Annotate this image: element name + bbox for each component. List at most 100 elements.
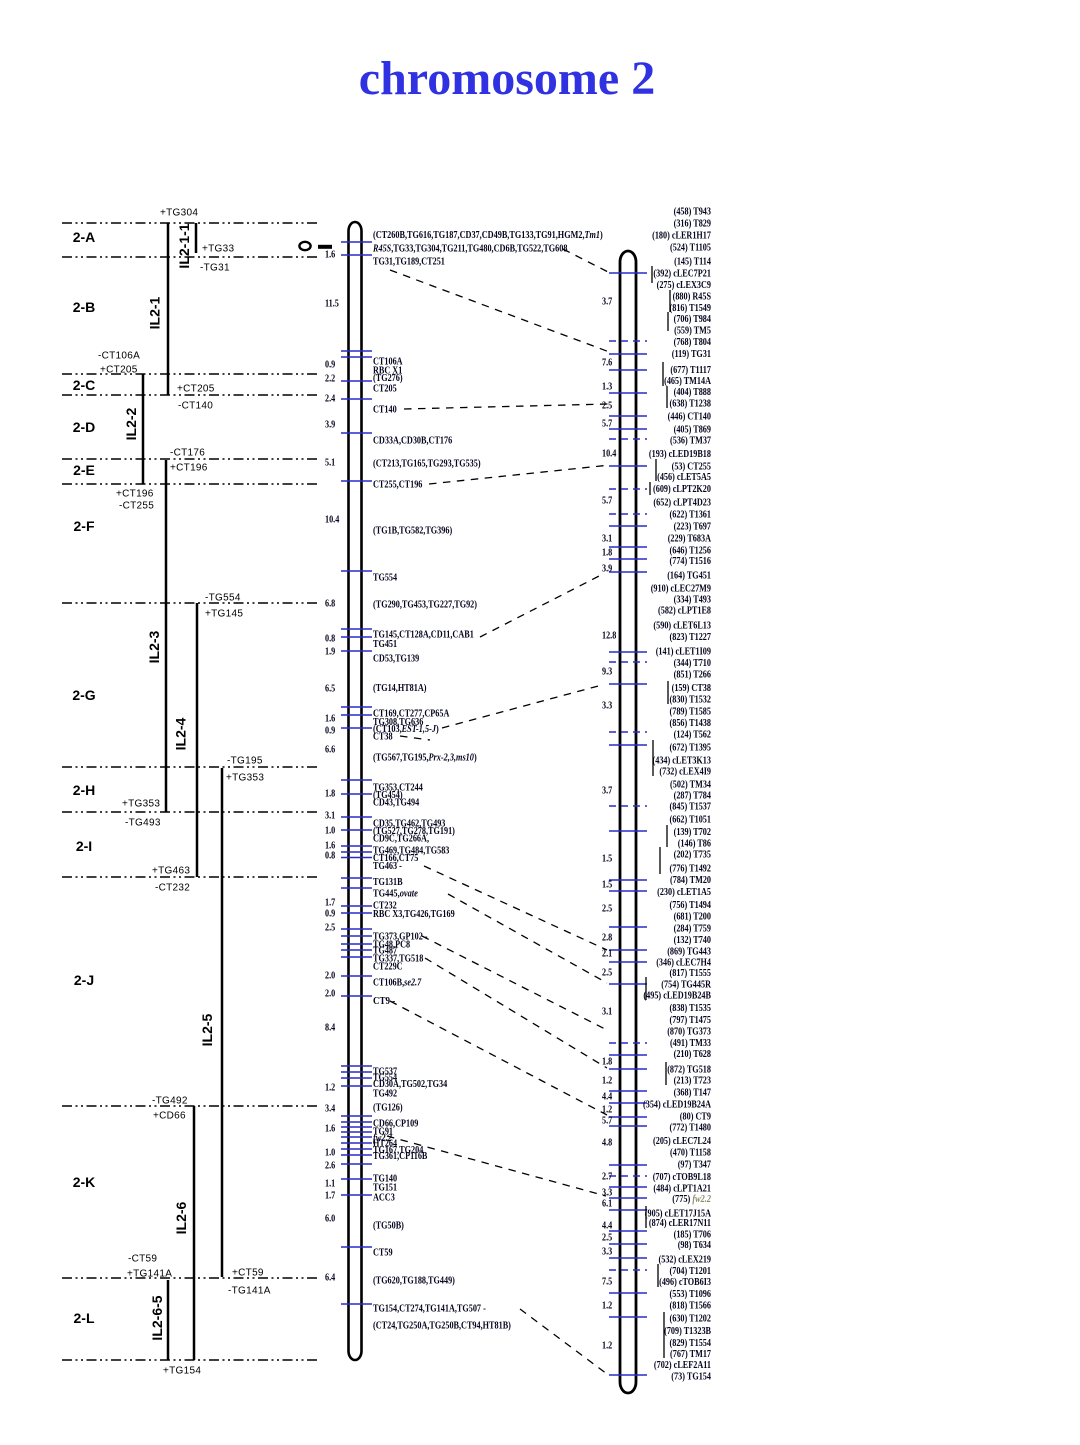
svg-text:4.4: 4.4	[602, 1092, 613, 1103]
svg-text:IL2-6-5: IL2-6-5	[149, 1295, 165, 1340]
svg-text:TG353,CT244: TG353,CT244	[373, 783, 423, 794]
svg-text:chromosome 2: chromosome 2	[359, 52, 655, 105]
svg-text:2-L: 2-L	[74, 1310, 95, 1326]
svg-text:0.8: 0.8	[325, 634, 335, 645]
svg-text:(772) T1480: (772) T1480	[670, 1123, 712, 1134]
svg-text:CD66,CP109: CD66,CP109	[373, 1119, 418, 1130]
svg-text:IL2-1-1: IL2-1-1	[176, 223, 192, 268]
svg-text:10.4: 10.4	[602, 449, 617, 460]
svg-text:(702) cLEF2A11: (702) cLEF2A11	[654, 1360, 711, 1371]
svg-text:4.8: 4.8	[602, 1138, 612, 1149]
svg-text:1.0: 1.0	[325, 826, 335, 837]
svg-text:(456) cLET5A5: (456) cLET5A5	[657, 472, 711, 483]
svg-text:-CT255: -CT255	[119, 501, 154, 512]
svg-text:2-J: 2-J	[74, 972, 94, 988]
svg-text:HT264: HT264	[373, 1139, 398, 1150]
svg-text:(392) cLEC7P21: (392) cLEC7P21	[653, 269, 711, 280]
svg-text:(434) cLET3K13: (434) cLET3K13	[653, 755, 712, 766]
svg-text:11.5: 11.5	[325, 299, 339, 310]
svg-text:(446) CT140: (446) CT140	[668, 412, 711, 423]
svg-text:2.1: 2.1	[602, 949, 612, 960]
svg-text:-TG493: -TG493	[125, 818, 161, 829]
svg-text:(316) T829: (316) T829	[674, 219, 711, 230]
svg-text:0.9: 0.9	[325, 726, 335, 737]
svg-text:7.5: 7.5	[602, 1277, 612, 1288]
svg-text:(622) T1361: (622) T1361	[670, 510, 712, 521]
svg-text:+TG145: +TG145	[205, 609, 243, 620]
svg-text:CT59: CT59	[373, 1248, 393, 1259]
svg-text:(98) T634: (98) T634	[678, 1240, 712, 1251]
svg-text:1.7: 1.7	[325, 898, 335, 909]
svg-text:(275) cLEX3C9: (275) cLEX3C9	[657, 280, 711, 291]
svg-text:(146) T86: (146) T86	[678, 838, 711, 849]
svg-text:(706) T984: (706) T984	[674, 314, 712, 325]
svg-text:TG48,PC8: TG48,PC8	[373, 940, 410, 951]
svg-text:(524) T1105: (524) T1105	[670, 243, 711, 254]
svg-text:(159) CT38: (159) CT38	[672, 683, 711, 694]
svg-text:(784) TM20: (784) TM20	[670, 875, 711, 886]
svg-text:CT140: CT140	[373, 405, 397, 416]
svg-text:3.7: 3.7	[602, 297, 612, 308]
svg-text:+CT59: +CT59	[232, 1268, 264, 1279]
svg-text:CD43,TG494: CD43,TG494	[373, 798, 420, 809]
svg-text:(553) T1096: (553) T1096	[670, 1289, 712, 1300]
svg-text:(681) T200: (681) T200	[674, 911, 711, 922]
svg-text:(776) T1492: (776) T1492	[670, 864, 712, 875]
svg-text:-TG195: -TG195	[227, 756, 263, 767]
svg-text:2.5: 2.5	[602, 1233, 612, 1244]
svg-text:(709) T1323B: (709) T1323B	[664, 1326, 711, 1337]
svg-text:(230) cLET1A5: (230) cLET1A5	[657, 887, 711, 898]
svg-text:4.4: 4.4	[602, 1221, 613, 1232]
svg-text:(559) TM5: (559) TM5	[674, 326, 711, 337]
svg-text:TG554: TG554	[373, 573, 398, 584]
svg-text:TG373,GP102 -: TG373,GP102 -	[373, 932, 428, 943]
svg-text:3.1: 3.1	[602, 534, 612, 545]
svg-text:2.5: 2.5	[602, 904, 612, 915]
svg-text:TG337,TG518 -: TG337,TG518 -	[373, 954, 428, 965]
svg-text:(119) TG31: (119) TG31	[672, 349, 711, 360]
svg-text:(829) T1554: (829) T1554	[670, 1338, 712, 1349]
svg-text:+CT196: +CT196	[170, 463, 208, 474]
svg-text:+CT205: +CT205	[177, 384, 215, 395]
svg-text:CD33A,CD30B,CT176: CD33A,CD30B,CT176	[373, 436, 452, 447]
svg-text:IL2-1: IL2-1	[147, 296, 163, 329]
svg-text:CT229C: CT229C	[373, 962, 403, 973]
svg-text:2.6: 2.6	[325, 1161, 335, 1172]
svg-text:1.6: 1.6	[325, 714, 335, 725]
svg-text:(223) T697: (223) T697	[674, 522, 711, 533]
svg-text:(495) cLED19B24B: (495) cLED19B24B	[643, 991, 711, 1002]
svg-text:2-G: 2-G	[72, 687, 95, 703]
svg-text:(210) T628: (210) T628	[674, 1049, 711, 1060]
svg-text:-CT106A: -CT106A	[98, 351, 140, 362]
svg-text:1.5: 1.5	[602, 880, 612, 891]
svg-text:2.8: 2.8	[602, 933, 612, 944]
svg-text:(491) TM33: (491) TM33	[670, 1038, 711, 1049]
svg-text:(869) TG443: (869) TG443	[667, 946, 711, 957]
svg-text:(754) TG445R: (754) TG445R	[661, 980, 711, 991]
svg-text:2.5: 2.5	[602, 968, 612, 979]
svg-text:(874) cLER17N11: (874) cLER17N11	[649, 1218, 711, 1229]
svg-text:(368) T147: (368) T147	[674, 1088, 711, 1099]
svg-text:(346) cLEC7H4: (346) cLEC7H4	[656, 958, 711, 969]
svg-text:2-A: 2-A	[73, 229, 96, 245]
svg-text:1.0: 1.0	[325, 1148, 335, 1159]
svg-text:(532) cLEX219: (532) cLEX219	[659, 1254, 712, 1265]
svg-text:2-C: 2-C	[73, 377, 96, 393]
svg-text:2-E: 2-E	[73, 462, 95, 478]
svg-text:2.5: 2.5	[602, 401, 612, 412]
svg-text:(704) T1201: (704) T1201	[670, 1266, 712, 1277]
svg-text:3.1: 3.1	[325, 811, 335, 822]
svg-text:6.5: 6.5	[325, 684, 335, 695]
svg-text:(229) T683A: (229) T683A	[668, 534, 712, 545]
svg-text:-CT59: -CT59	[128, 1254, 157, 1265]
svg-text:+CT205: +CT205	[100, 365, 138, 376]
svg-text:(TG454): (TG454)	[373, 790, 403, 801]
svg-text:(630) T1202: (630) T1202	[670, 1313, 712, 1324]
svg-text:(905) cLET17J15A: (905) cLET17J15A	[645, 1209, 712, 1220]
svg-text:CD35,TG462,TG493: CD35,TG462,TG493	[373, 819, 445, 830]
svg-text:1.3: 1.3	[602, 382, 612, 393]
svg-text:(872) TG518: (872) TG518	[667, 1064, 711, 1075]
svg-text:(816) T1549: (816) T1549	[670, 303, 712, 314]
svg-text:(354) cLED19B24A: (354) cLED19B24A	[643, 1099, 711, 1110]
svg-text:(823) T1227: (823) T1227	[670, 632, 712, 643]
